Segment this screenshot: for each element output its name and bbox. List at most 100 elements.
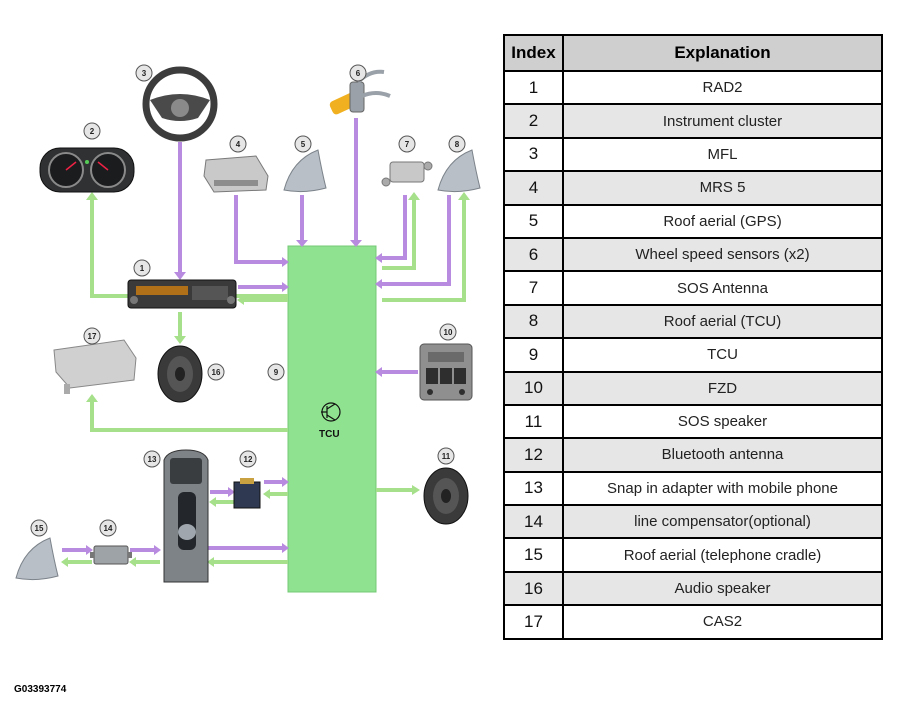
cas2-line [90,402,288,432]
callout-6: 6 [349,64,367,82]
steering-wheel-icon [142,66,218,142]
row-explanation: Instrument cluster [562,103,883,139]
svg-text:1: 1 [140,264,145,273]
line-compensator-icon [90,545,132,565]
row-index: 16 [503,570,564,607]
tcu-aerial-line-purple [382,195,451,286]
sos-antenna-line-purple [382,195,407,260]
row-explanation: FZD [562,370,883,406]
radio-unit-icon [127,279,237,309]
row-index: 4 [503,170,564,206]
table-header-row: Index Explanation [503,34,883,72]
callout-5: 5 [294,135,312,153]
row-index: 2 [503,103,564,139]
row-explanation: SOS Antenna [562,270,883,306]
figure-code: G03393774 [14,684,67,695]
bluetooth-antenna-icon [233,478,261,509]
roof-aerial-icon [283,149,327,193]
cas-module-icon [53,339,137,394]
instrument-cluster-icon [39,147,135,193]
row-index: 6 [503,236,564,273]
tcu-block [287,245,377,593]
svg-text:14: 14 [104,524,113,533]
row-explanation: Audio speaker [562,570,883,607]
callout-13: 13 [143,450,161,468]
row-explanation: RAD2 [562,69,883,106]
svg-text:10: 10 [444,328,453,337]
row-index: 14 [503,504,564,540]
sos-antenna-line-green [382,200,416,270]
loudspeaker-icon [157,345,203,403]
callout-8: 8 [448,135,466,153]
svg-text:17: 17 [88,332,97,341]
svg-text:9: 9 [274,368,279,377]
wheel-speed-sensor-icon [329,69,391,115]
row-explanation: Roof aerial (GPS) [562,203,883,239]
callout-9: 9 [267,363,285,381]
row-index: 8 [503,303,564,340]
row-index: 15 [503,537,564,573]
tcu-aerial-line-green [382,200,466,302]
row-explanation: CAS2 [562,604,883,640]
control-module-icon [203,155,269,193]
svg-text:11: 11 [442,452,451,461]
sos-antenna-icon [381,161,433,187]
svg-text:13: 13 [148,455,157,464]
tcu-label: TCU [319,429,340,440]
callout-11: 11 [437,447,455,465]
row-explanation: TCU [562,337,883,373]
callout-7: 7 [398,135,416,153]
row-explanation: MFL [562,136,883,173]
row-index: 1 [503,69,564,106]
row-explanation: line compensator(optional) [562,504,883,540]
callouts: 1 2 3 4 5 6 7 8 9 10 11 12 13 14 15 16 1… [30,64,466,537]
svg-text:8: 8 [455,140,460,149]
svg-text:15: 15 [35,524,44,533]
roof-aerial-icon [15,537,59,581]
row-index: 7 [503,270,564,306]
callout-17: 17 [83,327,101,345]
svg-text:12: 12 [244,455,253,464]
callout-16: 16 [207,363,225,381]
svg-text:16: 16 [212,368,221,377]
svg-text:4: 4 [236,140,241,149]
row-index: 5 [503,203,564,239]
row-explanation: Bluetooth antenna [562,437,883,473]
arrowheads-purple [86,240,382,555]
callout-3: 3 [135,64,153,82]
signal-lines-purple [62,118,451,552]
callout-10: 10 [439,323,457,341]
row-explanation: MRS 5 [562,170,883,206]
index-header: Index [503,34,564,72]
row-index: 10 [503,370,564,406]
svg-text:7: 7 [405,140,410,149]
explanation-header: Explanation [562,34,883,72]
switch-panel-icon [419,343,473,401]
row-explanation: Snap in adapter with mobile phone [562,470,883,507]
row-index: 17 [503,604,564,640]
mrs5-line [234,195,282,264]
arrowheads-green [61,192,470,567]
row-index: 12 [503,437,564,473]
callout-4: 4 [229,135,247,153]
callout-2: 2 [83,122,101,140]
svg-text:5: 5 [301,140,306,149]
callout-14: 14 [99,519,117,537]
svg-text:3: 3 [142,69,147,78]
row-explanation: SOS speaker [562,403,883,440]
row-explanation: Wheel speed sensors (x2) [562,236,883,273]
svg-text:2: 2 [90,127,95,136]
